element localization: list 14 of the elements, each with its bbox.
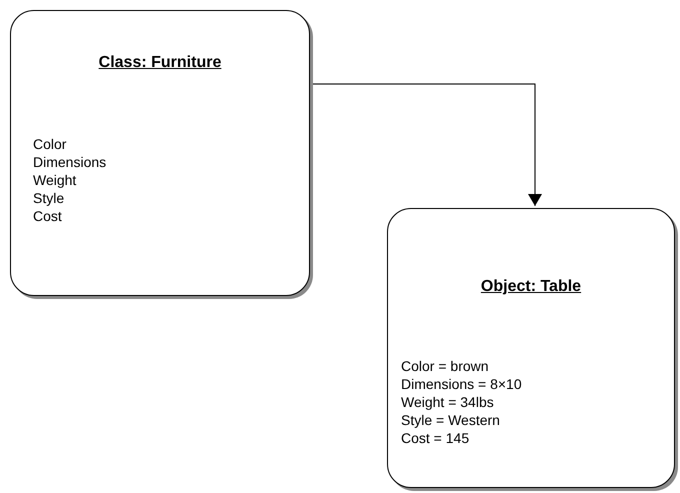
rounded-box <box>10 10 310 296</box>
attribute-text: Dimensions = 8×10 <box>401 375 522 393</box>
rounded-box <box>387 208 675 488</box>
attribute-text: Color <box>33 135 68 153</box>
attribute-text: Style <box>33 189 66 207</box>
attribute-text: Cost <box>33 207 63 225</box>
attribute-text: Style = Western <box>401 411 501 429</box>
attribute-text: Color = brown <box>401 357 490 375</box>
attribute-text: Dimensions <box>33 153 106 171</box>
attribute-text: Weight = 34lbs <box>401 393 495 411</box>
attribute-text: Weight <box>33 171 78 189</box>
box-heading: Class: Furniture <box>98 53 222 73</box>
attribute-text: Cost = 145 <box>401 429 470 447</box>
box-heading: Object: Table <box>480 277 582 297</box>
